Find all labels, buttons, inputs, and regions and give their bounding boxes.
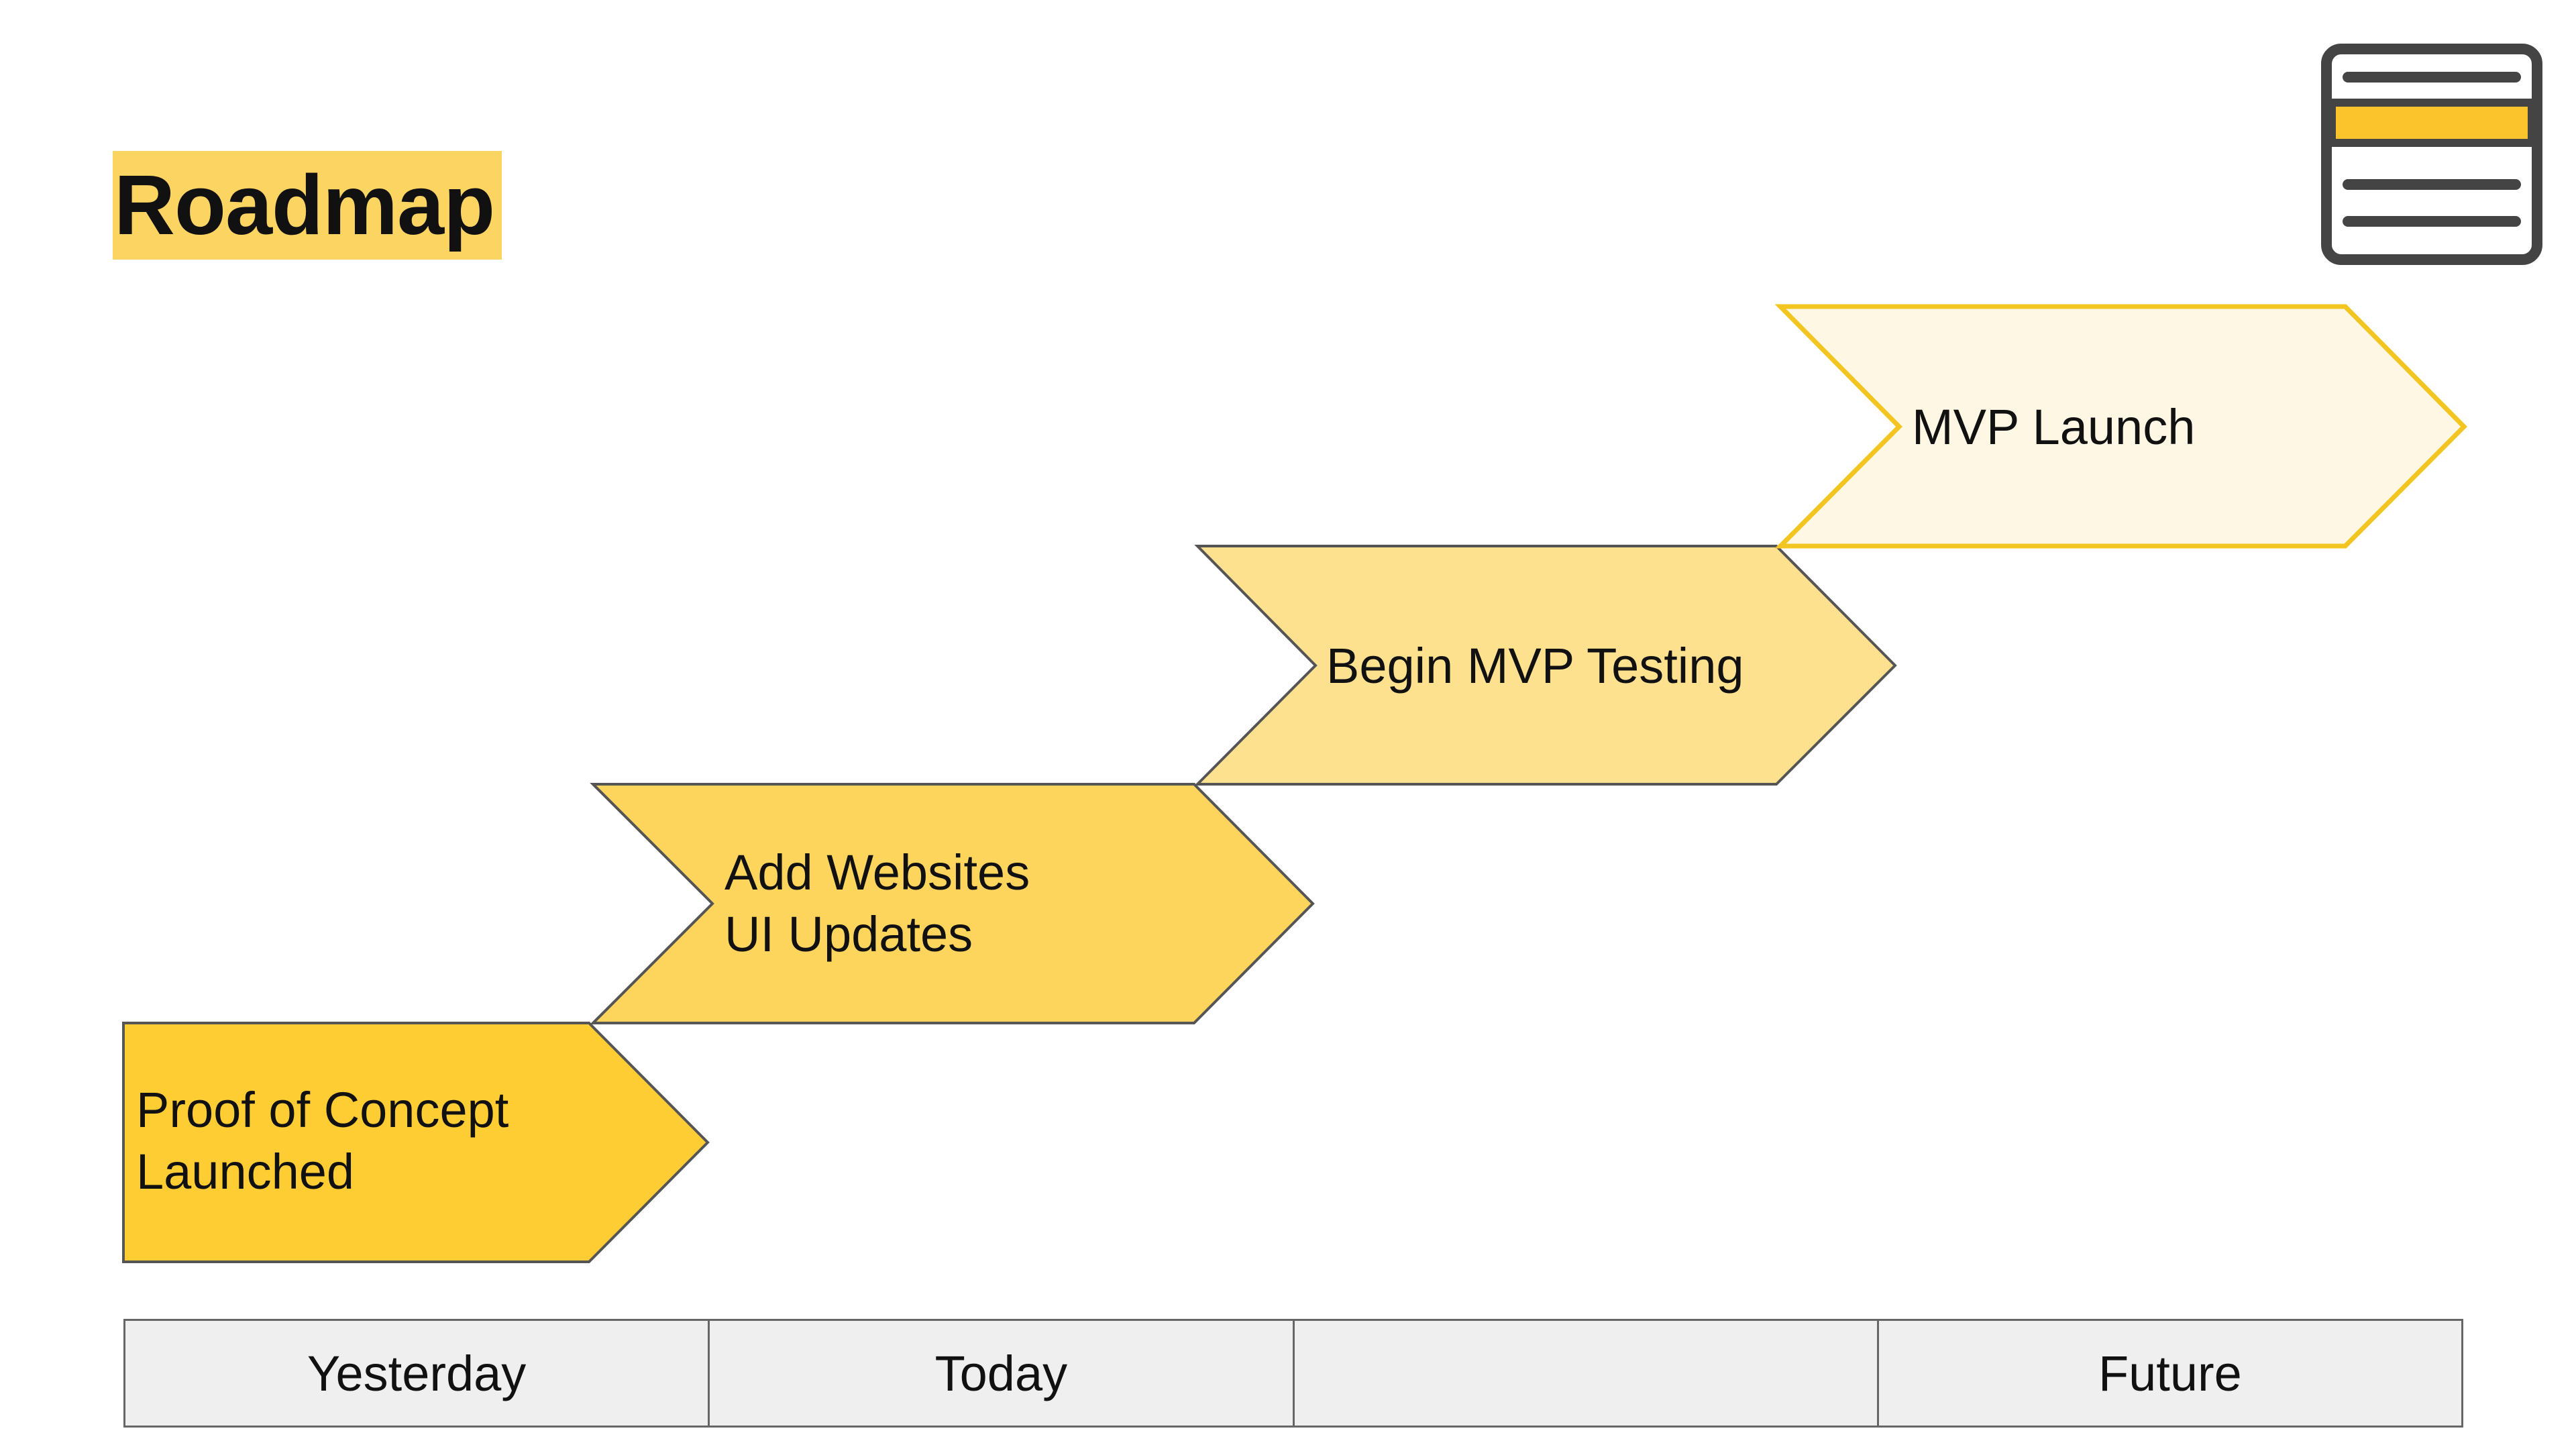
timeline-cell-future: Future — [2098, 1345, 2242, 1401]
timeline-cell-today: Today — [710, 1321, 1295, 1426]
step-1-arrow — [122, 1022, 710, 1263]
roadmap-step-2: Add Websites UI Updates — [590, 783, 1315, 1024]
timeline-cell-yesterday: Yesterday — [125, 1321, 710, 1426]
step-2-arrow — [590, 783, 1315, 1024]
step-3-label: Begin MVP Testing — [1326, 638, 1744, 694]
step-1-label-line-2: Launched — [136, 1144, 354, 1199]
step-3-arrow — [1194, 545, 1897, 786]
step-2-label-line-2: UI Updates — [724, 906, 973, 962]
step-2-label-line-1: Add Websites — [724, 845, 1030, 900]
document-list-icon — [2321, 44, 2542, 265]
roadmap-step-1: Proof of Concept Launched — [122, 1022, 710, 1263]
roadmap-step-3: Begin MVP Testing — [1194, 545, 1897, 786]
timeline-cell-empty — [1295, 1321, 1879, 1426]
page-title: Roadmap — [114, 158, 495, 252]
timeline-table: Yesterday Today Future — [123, 1319, 2463, 1428]
step-4-arrow — [1774, 304, 2467, 549]
step-1-label-line-1: Proof of Concept — [136, 1082, 509, 1138]
step-4-label: MVP Launch — [1912, 399, 2195, 455]
roadmap-step-4: MVP Launch — [1774, 304, 2467, 549]
title-highlight: Roadmap — [113, 151, 502, 260]
